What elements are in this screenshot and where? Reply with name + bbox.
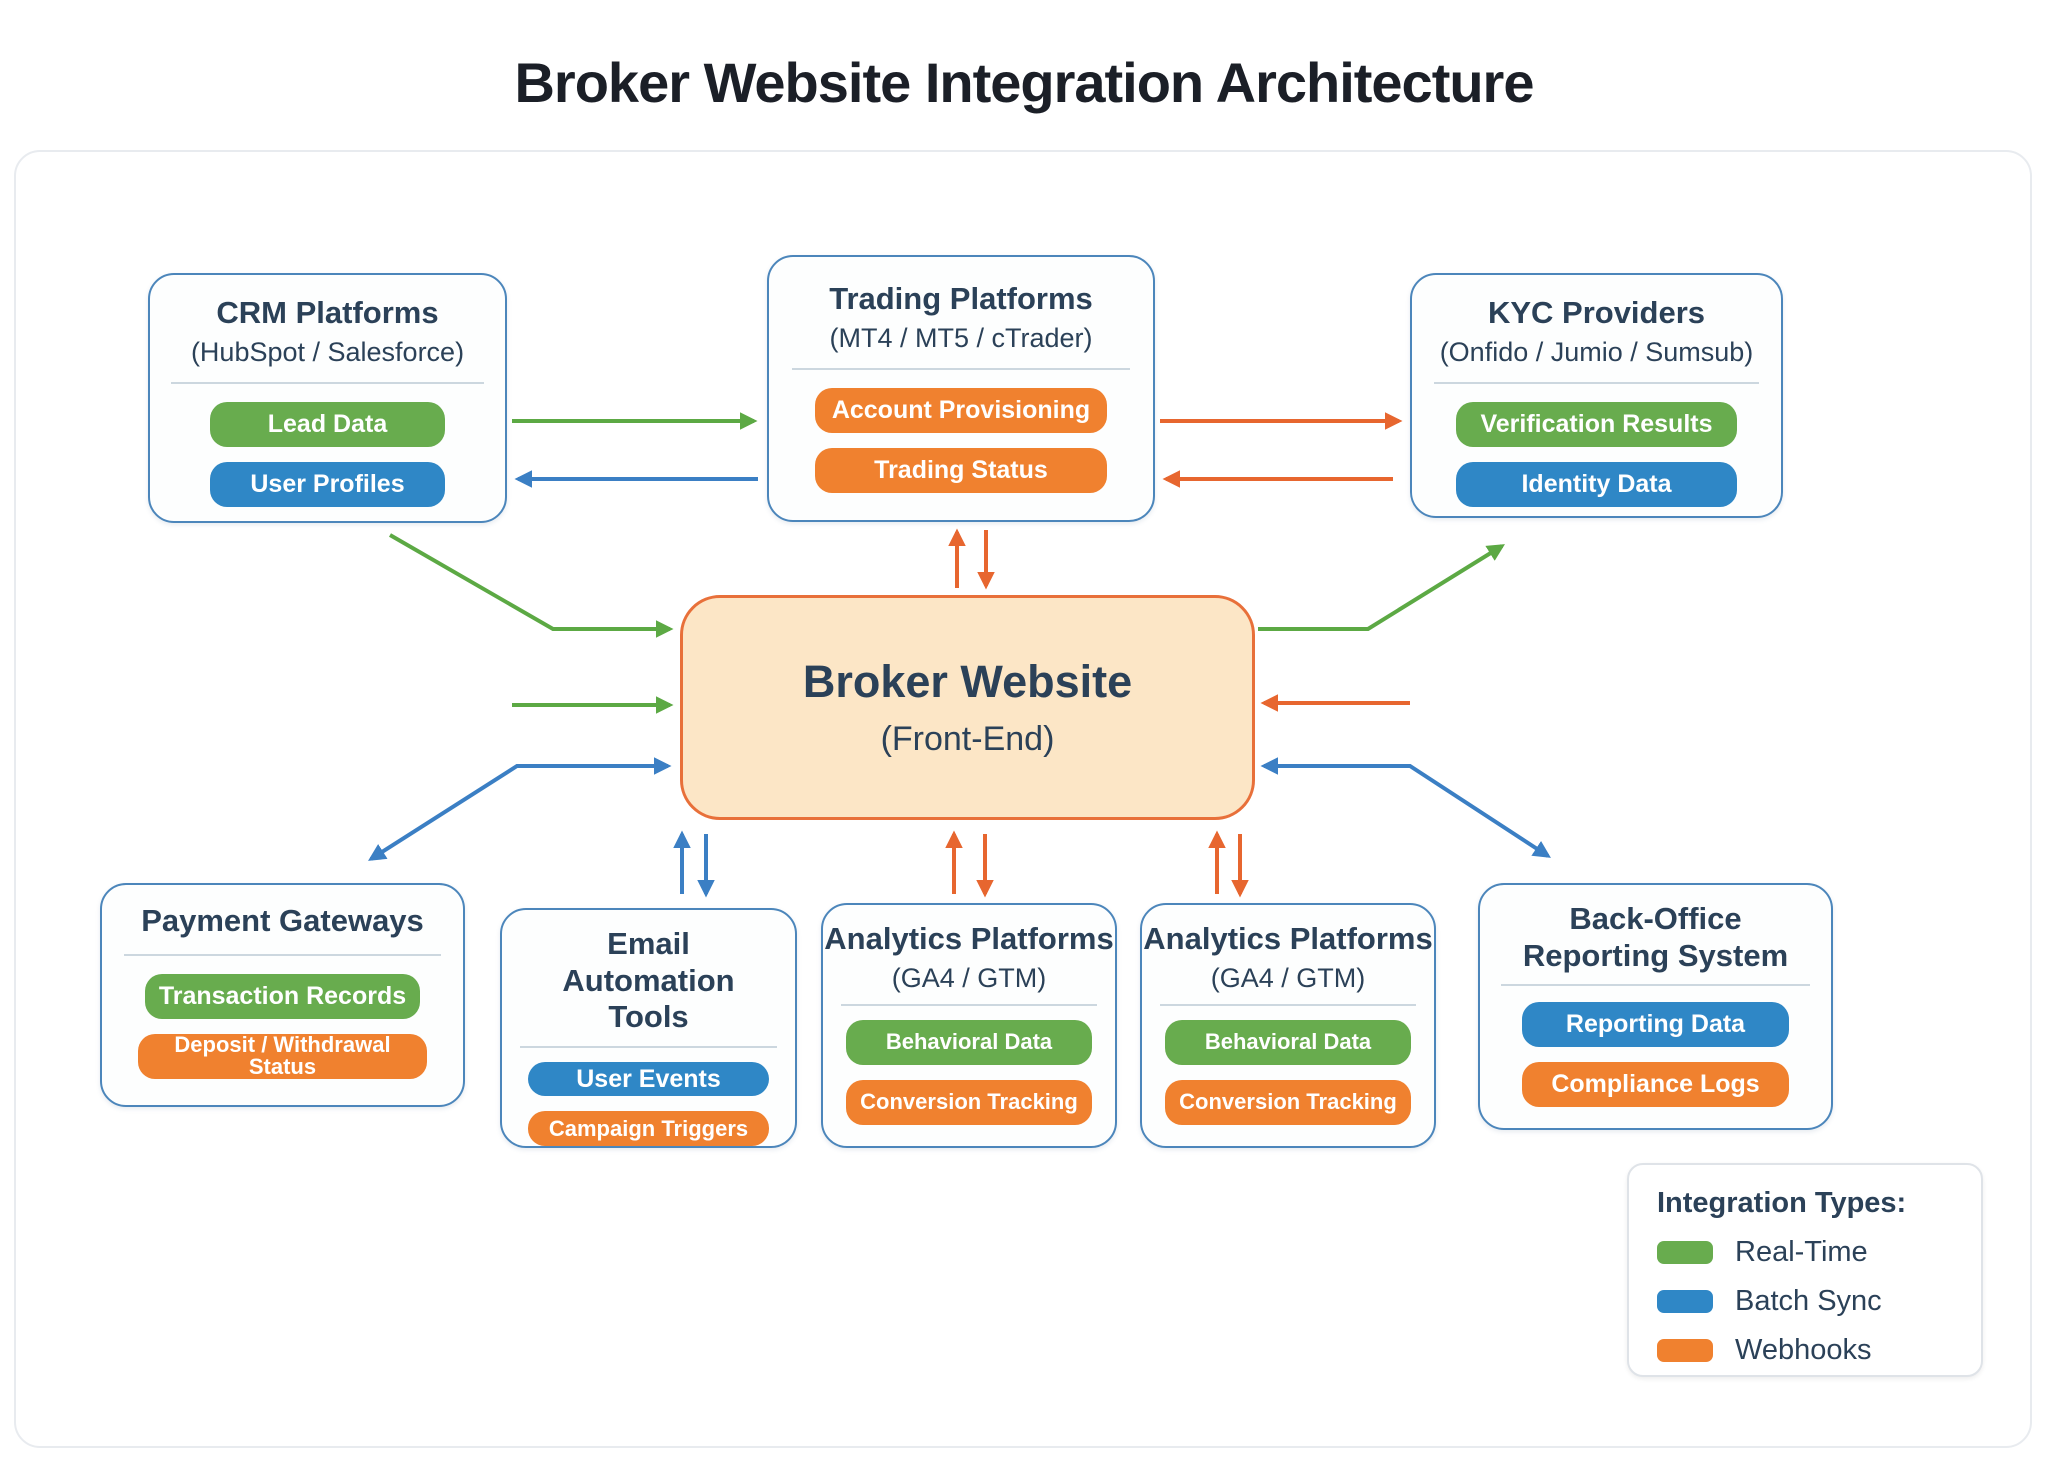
node-trading-platforms: Trading Platforms (MT4 / MT5 / cTrader) … — [767, 255, 1155, 522]
divider — [171, 381, 484, 384]
node-subtitle: (MT4 / MT5 / cTrader) — [829, 322, 1093, 353]
node-email-automation-tools: Email Automation Tools User Events Campa… — [500, 908, 797, 1148]
node-subtitle: (GA4 / GTM) — [891, 962, 1047, 993]
pill-user-events: User Events — [528, 1061, 769, 1097]
pill-behavioral-data: Behavioral Data — [1165, 1019, 1411, 1065]
node-crm-platforms: CRM Platforms (HubSpot / Salesforce) Lea… — [148, 273, 507, 523]
pill-account-provisioning: Account Provisioning — [815, 387, 1107, 433]
node-payment-gateways: Payment Gateways Transaction Records Dep… — [100, 883, 465, 1107]
node-title: Email Automation Tools — [562, 926, 735, 1035]
legend: Integration Types: Real-Time Batch Sync … — [1627, 1163, 1983, 1377]
pill-identity-data: Identity Data — [1456, 461, 1737, 507]
node-title: Payment Gateways — [141, 903, 424, 938]
diagram-frame — [14, 150, 2032, 1448]
divider — [792, 367, 1130, 370]
pill-conversion-tracking: Conversion Tracking — [846, 1079, 1092, 1125]
legend-row-webhooks: Webhooks — [1657, 1334, 1981, 1367]
node-back-office-reporting: Back-Office Reporting System Reporting D… — [1478, 883, 1833, 1130]
legend-row-real-time: Real-Time — [1657, 1236, 1981, 1269]
node-title: Analytics Platforms — [1143, 921, 1433, 956]
node-kyc-providers: KYC Providers (Onfido / Jumio / Sumsub) … — [1410, 273, 1783, 518]
pill-verification-results: Verification Results — [1456, 401, 1737, 447]
divider — [519, 1045, 778, 1048]
pill-deposit-withdrawal-status: Deposit / Withdrawal Status — [138, 1033, 427, 1079]
center-title: Broker Website — [802, 656, 1133, 707]
node-subtitle: (HubSpot / Salesforce) — [190, 336, 465, 367]
node-subtitle: (GA4 / GTM) — [1210, 962, 1366, 993]
pill-transaction-records: Transaction Records — [145, 973, 420, 1019]
legend-label: Real-Time — [1735, 1236, 1868, 1268]
node-title: Trading Platforms — [829, 281, 1093, 316]
node-title: KYC Providers — [1487, 295, 1706, 330]
node-broker-website: Broker Website (Front-End) — [680, 595, 1255, 820]
pill-trading-status: Trading Status — [815, 447, 1107, 493]
divider — [1159, 1003, 1417, 1006]
webhooks-swatch — [1657, 1339, 1713, 1362]
legend-row-batch-sync: Batch Sync — [1657, 1285, 1981, 1318]
node-subtitle: (Onfido / Jumio / Sumsub) — [1439, 336, 1754, 367]
node-analytics-platforms-2: Analytics Platforms (GA4 / GTM) Behavior… — [1140, 903, 1436, 1148]
node-title: Analytics Platforms — [824, 921, 1114, 956]
pill-conversion-tracking: Conversion Tracking — [1165, 1079, 1411, 1125]
pill-compliance-logs: Compliance Logs — [1522, 1062, 1789, 1108]
divider — [123, 953, 442, 956]
legend-title: Integration Types: — [1657, 1187, 1907, 1219]
pill-reporting-data: Reporting Data — [1522, 1002, 1789, 1048]
pill-campaign-triggers: Campaign Triggers — [528, 1111, 769, 1146]
divider — [840, 1003, 1098, 1006]
legend-label: Batch Sync — [1735, 1285, 1882, 1317]
node-title: Back-Office Reporting System — [1522, 901, 1789, 973]
legend-label: Webhooks — [1735, 1334, 1872, 1366]
node-title: CRM Platforms — [216, 295, 439, 330]
real-time-swatch — [1657, 1241, 1713, 1264]
divider — [1434, 381, 1759, 384]
pill-behavioral-data: Behavioral Data — [846, 1019, 1092, 1065]
batch-sync-swatch — [1657, 1290, 1713, 1313]
pill-lead-data: Lead Data — [210, 401, 445, 447]
pill-user-profiles: User Profiles — [210, 461, 445, 507]
divider — [1501, 984, 1810, 987]
center-subtitle: (Front-End) — [880, 720, 1055, 758]
node-analytics-platforms-1: Analytics Platforms (GA4 / GTM) Behavior… — [821, 903, 1117, 1148]
page-title: Broker Website Integration Architecture — [514, 51, 1534, 114]
